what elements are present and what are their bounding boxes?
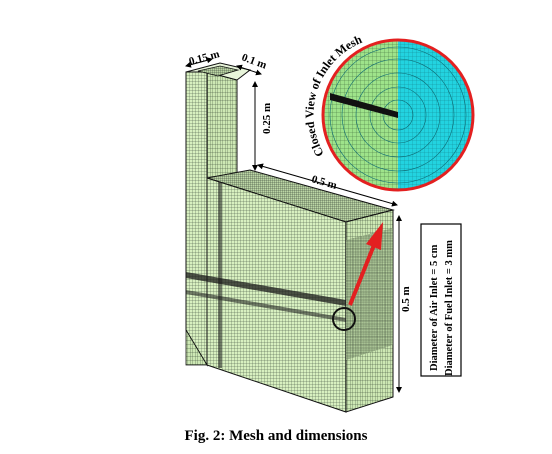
figure-caption: Fig. 2: Mesh and dimensions — [184, 428, 368, 444]
inset-outline — [321, 38, 475, 192]
note-air-inlet: Diameter of Air Inlet = 5 cm — [429, 244, 440, 371]
inlet-notes-box: Diameter of Air Inlet = 5 cm Diameter of… — [420, 223, 462, 377]
dim-box-height: 0.5 m — [400, 286, 412, 312]
zoom-arrow — [348, 222, 383, 306]
inlet-highlight-circle — [332, 307, 356, 331]
dim-chimney-height: 0.25 m — [261, 103, 273, 134]
note-fuel-inlet: Diameter of Fuel Inlet = 3 mm — [444, 240, 455, 376]
inlet-closeup-inset — [321, 38, 475, 192]
combustion-box-mesh — [186, 169, 395, 413]
dimension-lines — [185, 57, 402, 393]
